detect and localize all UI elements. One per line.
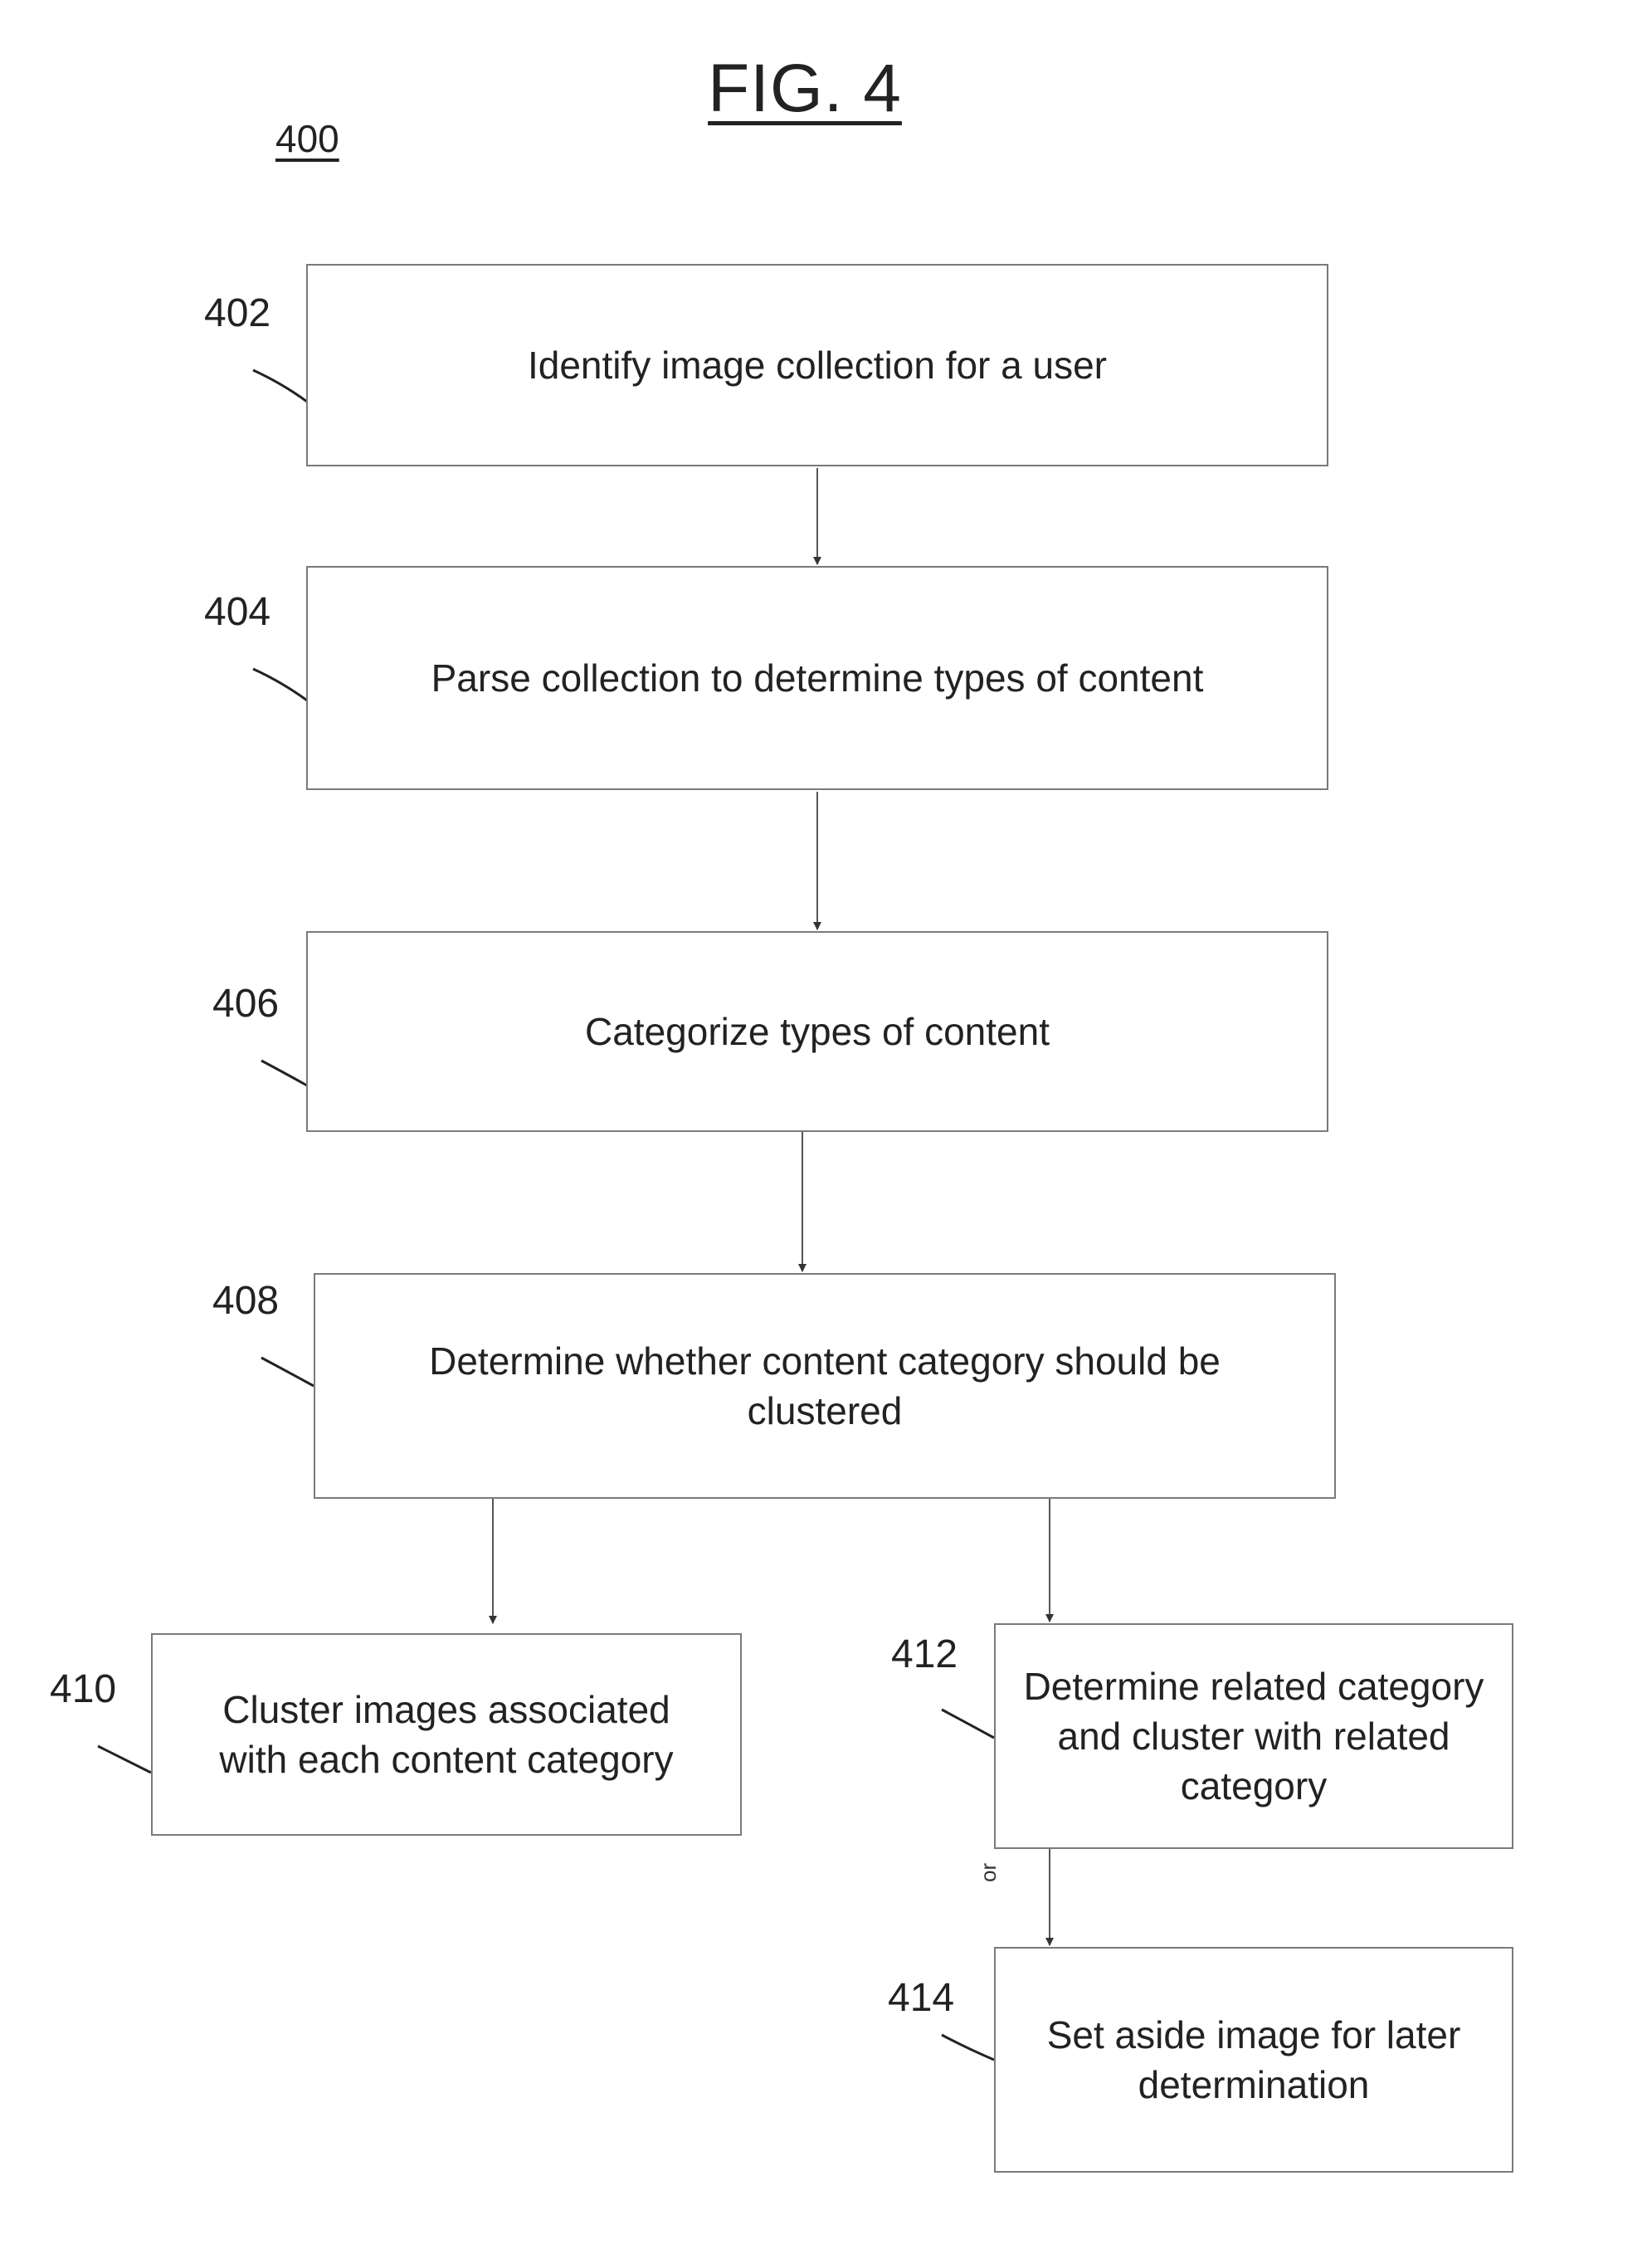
step-410-ref: 410 bbox=[50, 1666, 116, 1712]
leader-414 bbox=[942, 2035, 994, 2060]
leader-402 bbox=[253, 370, 307, 402]
step-412-text: Determine related category and cluster w… bbox=[1021, 1661, 1487, 1811]
step-406-text: Categorize types of content bbox=[585, 1007, 1050, 1056]
step-414-text: Set aside image for later determination bbox=[1029, 2010, 1479, 2110]
step-410-text: Cluster images associated with each cont… bbox=[186, 1685, 707, 1784]
step-408-box: Determine whether content category shoul… bbox=[314, 1273, 1336, 1499]
step-414-box: Set aside image for later determination bbox=[994, 1947, 1513, 2173]
or-connector-label: or bbox=[976, 1863, 1001, 1882]
step-412-ref: 412 bbox=[891, 1632, 958, 1677]
leader-404 bbox=[253, 669, 307, 700]
step-404-text: Parse collection to determine types of c… bbox=[431, 653, 1204, 703]
step-404-ref: 404 bbox=[204, 589, 270, 635]
leader-408 bbox=[261, 1358, 314, 1386]
step-408-text: Determine whether content category shoul… bbox=[390, 1336, 1260, 1436]
step-410-box: Cluster images associated with each cont… bbox=[151, 1633, 742, 1836]
step-412-box: Determine related category and cluster w… bbox=[994, 1623, 1513, 1849]
step-406-ref: 406 bbox=[212, 981, 279, 1027]
step-402-ref: 402 bbox=[204, 290, 270, 336]
step-402-text: Identify image collection for a user bbox=[528, 340, 1107, 390]
leader-412 bbox=[942, 1710, 994, 1738]
step-414-ref: 414 bbox=[888, 1975, 954, 2021]
leader-406 bbox=[261, 1061, 307, 1085]
step-408-ref: 408 bbox=[212, 1278, 279, 1324]
step-402-box: Identify image collection for a user bbox=[306, 264, 1328, 466]
step-404-box: Parse collection to determine types of c… bbox=[306, 566, 1328, 790]
leader-410 bbox=[98, 1746, 151, 1773]
step-406-box: Categorize types of content bbox=[306, 931, 1328, 1132]
